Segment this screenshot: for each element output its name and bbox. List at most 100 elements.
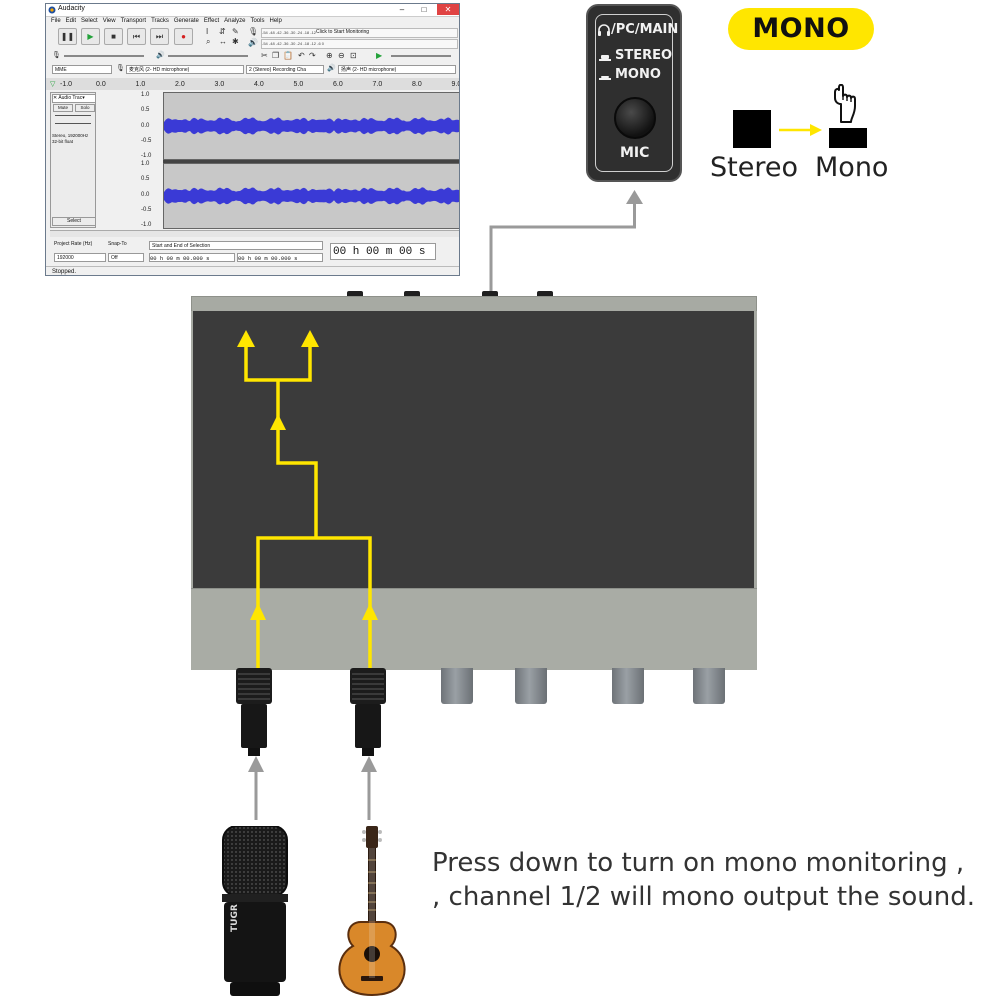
stereo-to-mono-arrow (779, 124, 822, 136)
playback-device-select[interactable]: 扬声 (2- HD microphone) (338, 65, 456, 74)
meter-scale: -54 -48 -42 -36 -30 -24 -18 -12 -6 0 (262, 30, 325, 35)
playback-meter[interactable]: -54 -48 -42 -36 -30 -24 -18 -12 -6 0 (261, 39, 458, 49)
timeline-ruler[interactable] (46, 78, 459, 90)
project-rate-select[interactable]: 192000 (54, 253, 106, 262)
caption-line-1: Press down to turn on mono monitoring , (432, 848, 965, 878)
host-select[interactable]: MME (52, 65, 112, 74)
microphone-icon: TUGR (222, 826, 288, 996)
multi-tool-icon[interactable]: ✱ (232, 37, 239, 46)
maximize-button[interactable]: □ (421, 5, 427, 14)
waveform-right-graphic (164, 187, 459, 205)
mic-input-arrow (248, 756, 264, 820)
timeshift-tool-icon[interactable]: ↔ (219, 37, 227, 46)
recording-channels-select[interactable]: 2 (Stereo) Recording Cha (246, 65, 324, 74)
amplitude-scale-label: 0.0 (141, 122, 150, 129)
redo-icon[interactable]: ↷ (309, 51, 316, 60)
xlr-connector-2 (350, 668, 386, 756)
menu-tools[interactable]: Tools (250, 18, 265, 24)
stereo-label: STEREO (615, 48, 673, 63)
cut-icon[interactable]: ✂ (261, 51, 268, 60)
fit-selection-icon[interactable]: ⊡ (350, 51, 357, 60)
draw-tool-icon[interactable]: ✎ (232, 27, 239, 36)
ruler-tick-label: 5.0 (293, 81, 304, 88)
meter-scale: -54 -48 -42 -36 -30 -24 -18 -12 -6 0 (262, 41, 325, 46)
gain-knob-3[interactable] (612, 668, 644, 704)
solo-button[interactable]: Solo (75, 104, 95, 112)
zoom-in-icon[interactable]: ⊕ (326, 51, 333, 60)
selection-start-time[interactable]: 00 h 00 m 00.000 s (149, 253, 235, 262)
ruler-tick-label: 4.0 (254, 81, 264, 88)
mic-monitor-knob[interactable] (614, 97, 656, 139)
play-icon: ▶ (87, 32, 94, 41)
stereo-switch-square (733, 110, 771, 148)
selection-tool-icon[interactable]: I (206, 27, 209, 36)
pause-button[interactable]: ❚❚ (58, 28, 77, 45)
snap-to-label: Snap-To (108, 241, 127, 247)
copy-icon[interactable]: ❐ (272, 51, 280, 60)
play-speed-slider[interactable] (391, 55, 451, 57)
track-name-menu[interactable]: ✕ Audio Trac▾ (52, 94, 96, 103)
selection-end-time[interactable]: 00 h 00 m 00.000 s (237, 253, 323, 262)
horizontal-scrollbar[interactable] (50, 230, 459, 237)
rear-port-1 (347, 291, 363, 299)
waveform-channel-left[interactable] (163, 92, 459, 160)
selection-mode-select[interactable]: Start and End of Selection (149, 241, 323, 250)
playback-volume-slider[interactable] (168, 55, 248, 57)
menu-effect[interactable]: Effect (203, 18, 220, 24)
ruler-start-label: -1.0 (60, 81, 73, 88)
gain-knob-1[interactable] (441, 668, 473, 704)
track-control-panel: ✕ Audio Trac▾ Mute Solo Stereo, 192000Hz… (50, 92, 96, 228)
menu-edit[interactable]: Edit (65, 18, 77, 24)
amplitude-scale-label: -0.5 (141, 206, 152, 213)
menu-tracks[interactable]: Tracks (151, 18, 169, 24)
menu-bar: File Edit Select View Transport Tracks Generat… (46, 17, 459, 26)
signal-arrow-out-left (237, 330, 255, 347)
envelope-tool-icon[interactable]: ⇵ (219, 27, 226, 36)
menu-help[interactable]: Help (269, 18, 282, 24)
play-at-speed-icon[interactable]: ▶ (376, 51, 383, 60)
ruler-tick-label: 7.0 (372, 81, 383, 88)
pan-slider[interactable] (55, 123, 91, 124)
menu-select[interactable]: Select (81, 18, 98, 24)
zoom-out-icon[interactable]: ⊖ (338, 51, 345, 60)
amplitude-scale-label: 0.0 (141, 191, 150, 198)
menu-analyze[interactable]: Analyze (224, 18, 246, 24)
xlr-connector-1 (236, 668, 272, 756)
project-rate-label: Project Rate (Hz) (54, 241, 93, 247)
ruler-tick-label: 8.0 (412, 81, 422, 88)
gain-slider[interactable] (55, 115, 91, 116)
undo-icon[interactable]: ↶ (298, 51, 305, 60)
mic-volume-icon: 🎙 (52, 52, 61, 59)
zoom-tool-icon[interactable]: ⌕ (206, 37, 211, 46)
audio-position-time[interactable]: 00 h 00 m 00 s (330, 243, 436, 260)
record-icon: ● (181, 32, 186, 41)
close-button[interactable]: ✕ (437, 4, 459, 15)
select-track-button[interactable]: Select (52, 217, 96, 226)
gain-knob-2[interactable] (515, 668, 547, 704)
menu-view[interactable]: View (102, 18, 116, 24)
track-format-info: Stereo, 192000Hz 32-bit float (52, 133, 89, 144)
recording-device-select[interactable]: 麦克风 (2- HD microphone) (126, 65, 244, 74)
skip-end-button[interactable]: ⏭ (150, 28, 169, 45)
paste-icon[interactable]: 📋 (283, 51, 293, 60)
amplitude-scale-label: 1.0 (141, 161, 150, 167)
menu-transport[interactable]: Transport (120, 18, 147, 24)
menu-file[interactable]: File (51, 18, 61, 24)
mono-switch-base (599, 78, 611, 80)
snap-to-select[interactable]: Off (108, 253, 144, 262)
minimize-button[interactable]: – (399, 5, 405, 14)
mono-legend-label: Mono (815, 152, 889, 183)
mono-label: MONO (615, 67, 661, 82)
skip-start-button[interactable]: ⏮ (127, 28, 146, 45)
signal-arrow-ch2 (362, 603, 378, 620)
record-button[interactable]: ● (174, 28, 193, 45)
waveform-channel-right[interactable] (163, 163, 459, 229)
recording-volume-slider[interactable] (64, 55, 144, 57)
stop-button[interactable]: ■ (104, 28, 123, 45)
gain-knob-4[interactable] (693, 668, 725, 704)
mute-button[interactable]: Mute (53, 104, 73, 112)
play-button[interactable]: ▶ (81, 28, 100, 45)
menu-generate[interactable]: Generate (173, 18, 199, 24)
rec-device-mic-icon: 🎙 (116, 65, 125, 72)
